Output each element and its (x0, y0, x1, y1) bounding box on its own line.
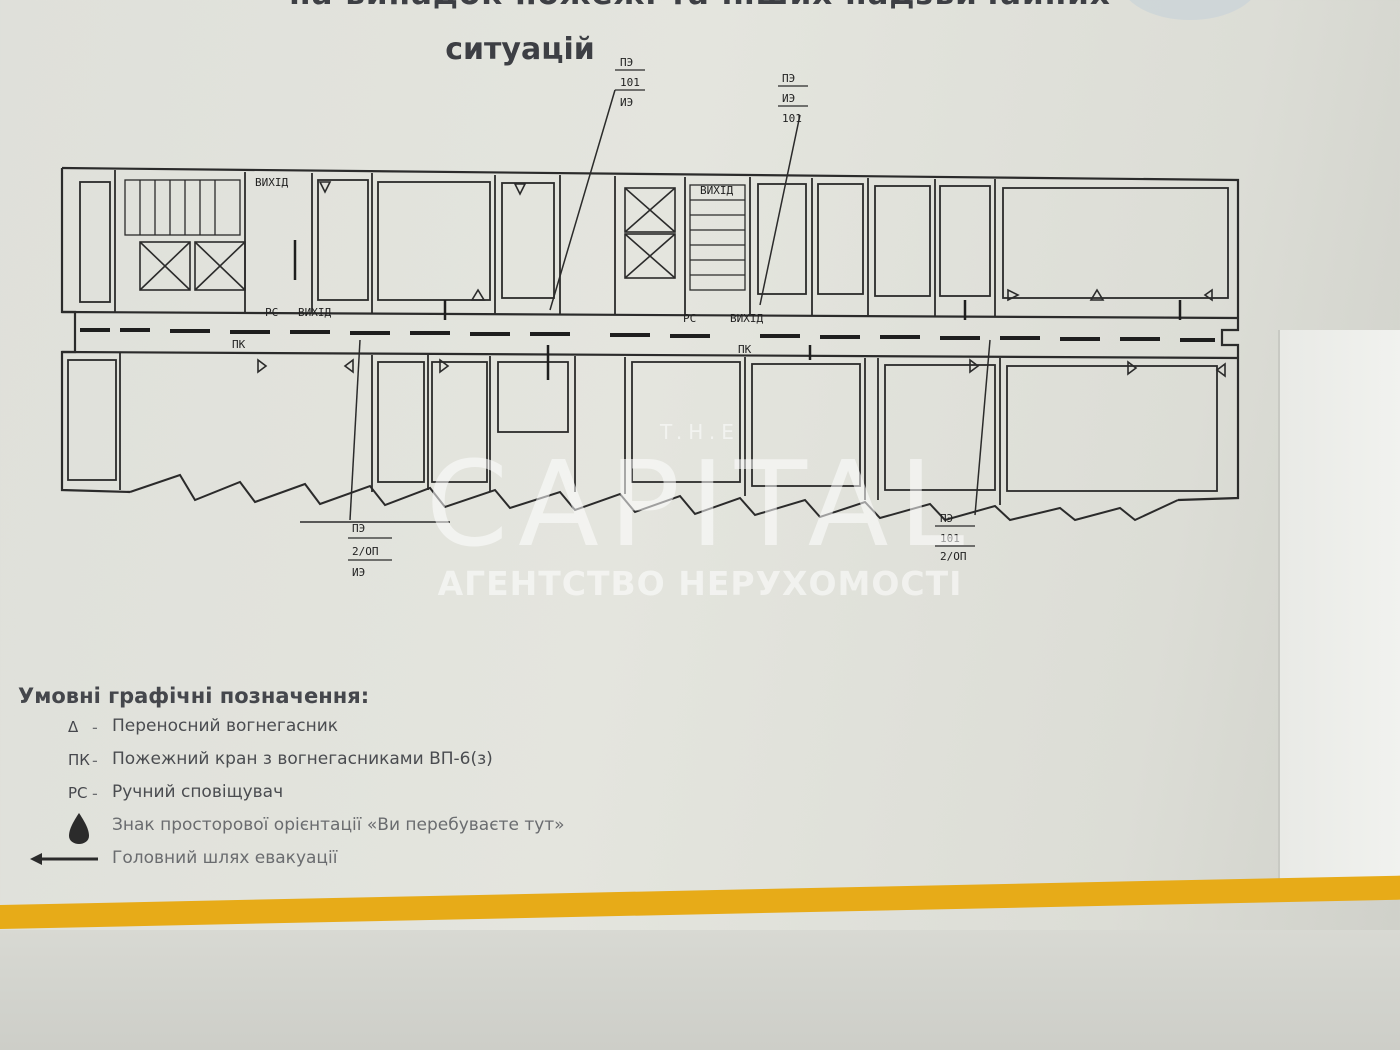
callout-bl-2: 2/ОП (352, 545, 379, 558)
callout-tl-3: ИЭ (620, 96, 633, 109)
plan-title-line-2: ситуацій (445, 32, 595, 67)
evacuation-path (80, 328, 1215, 342)
plan-title-line-1: на випадок пожежі та інших надзвичайних (0, 0, 1400, 12)
you-are-here-icon (69, 813, 89, 844)
legend-item: РС - Ручний сповіщувач (18, 782, 369, 815)
callout-tl-1: ПЭ (620, 56, 633, 69)
exit-label-2: ВИХІД (298, 306, 331, 319)
callout-dividers (348, 69, 975, 561)
bottom-room-walls (67, 353, 1218, 505)
exit-label-4: ВИХІД (730, 312, 763, 325)
legend-symbol-hydrant: ПК (68, 751, 90, 769)
legend-dash: - (92, 751, 98, 770)
callout-leader-lines (300, 89, 991, 523)
legend-title: Умовні графічні позначення: (18, 684, 370, 708)
legend: Умовні графічні позначення: Δ - Переносн… (18, 684, 565, 881)
legend-dash: - (92, 784, 98, 803)
legend-text: Переносний вогнегасник (112, 716, 339, 736)
legend-symbol-extinguisher: Δ (68, 718, 79, 736)
evacuation-arrow-icon (30, 853, 98, 865)
fire-extinguisher-symbols (257, 181, 1226, 378)
callout-br-2: 101 (940, 532, 960, 545)
building-outer-wall (61, 166, 1240, 502)
evacuation-arrows-vertical (293, 240, 1182, 380)
hydrant-label-1: ПК (232, 338, 246, 351)
exit-label-3: ВИХІД (700, 184, 733, 197)
plan-labels: ВИХІД ВИХІД ВИХІД ВИХІД РС РС ПК ПК ПЭ 1… (232, 56, 967, 579)
callout-tr-1: ПЭ (782, 72, 795, 85)
alarm-label-2: РС (683, 312, 696, 325)
legend-text: Ручний сповіщувач (112, 782, 284, 802)
legend-item: ПК - Пожежний кран з вогнегасниками ВП-6… (18, 749, 493, 782)
corridor-wall-bottom (61, 350, 1239, 360)
legend-symbol-alarm: РС (68, 784, 88, 802)
zigzag-facade (129, 473, 1179, 522)
legend-item: Знак просторової орієнтації «Ви перебува… (18, 813, 565, 848)
callout-br-3: 2/ОП (940, 550, 967, 563)
callout-bl-3: ИЭ (352, 566, 365, 579)
staircases (124, 179, 746, 291)
legend-item: Головний шлях евакуації (18, 848, 369, 881)
alarm-label-1: РС (265, 306, 278, 319)
legend-text: Знак просторової орієнтації «Ви перебува… (112, 815, 565, 835)
legend-dash: - (92, 718, 98, 737)
legend-text: Головний шлях евакуації (112, 848, 338, 868)
hydrant-label-2: ПК (738, 343, 752, 356)
lower-background (0, 930, 1400, 1050)
top-room-walls (79, 170, 1229, 317)
callout-br-1: ПЭ (940, 512, 953, 525)
legend-item: Δ - Переносний вогнегасник (18, 716, 369, 749)
callout-tr-3: 101 (782, 112, 802, 125)
window-glare-reflection (1278, 330, 1400, 890)
elevator-shafts (139, 187, 676, 291)
callout-tl-2: 101 (620, 76, 640, 89)
exit-label-1: ВИХІД (255, 176, 288, 189)
legend-text: Пожежний кран з вогнегасниками ВП-6(з) (112, 749, 493, 769)
callout-bl-1: ПЭ (352, 522, 365, 535)
corridor-wall-top (61, 310, 1239, 320)
callout-tr-2: ИЭ (782, 92, 795, 105)
